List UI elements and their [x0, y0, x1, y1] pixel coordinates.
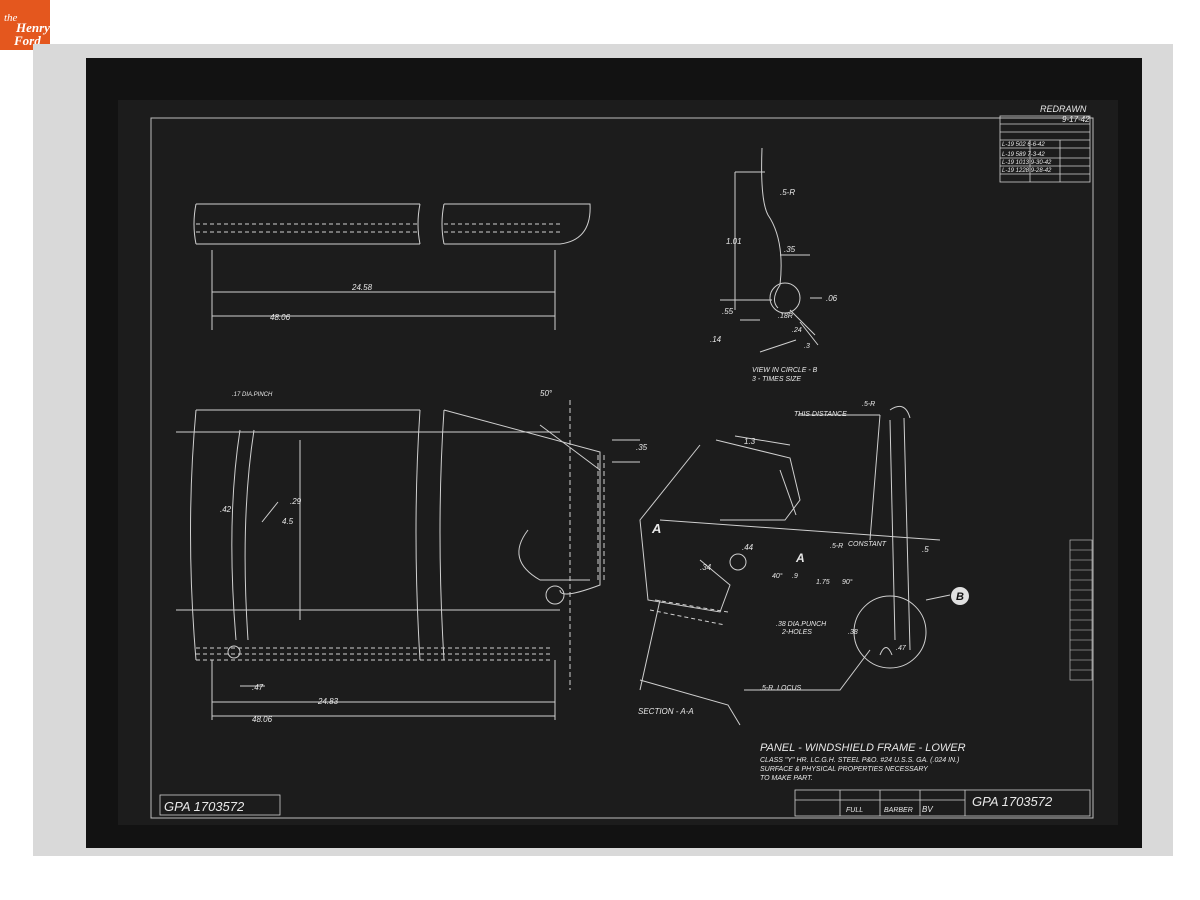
dim-44: .44	[742, 543, 754, 552]
holes-label-1: .38 DIA.PUNCH	[776, 621, 827, 628]
drawing-border	[150, 117, 1094, 819]
dim-5: .5	[922, 545, 929, 554]
view-circle-b	[720, 147, 822, 353]
dim-38: .38	[848, 629, 858, 636]
dim-9: .9	[792, 573, 798, 580]
dim-1-3: 1.3	[744, 437, 756, 446]
dim-34: .34	[700, 563, 712, 572]
revision-row-2: L-19 589 7-3-42	[1002, 152, 1045, 158]
holes-label-2: 2-HOLES	[781, 629, 812, 636]
dim-5r-top: .5-R	[862, 401, 875, 408]
revision-table	[999, 115, 1091, 183]
section-a-a	[639, 405, 951, 726]
revision-row-1: L-19 502 6-6-42	[1002, 142, 1045, 148]
section-marker-a-right: A	[795, 551, 805, 565]
dim-06: .06	[826, 294, 838, 303]
front-view	[176, 400, 640, 720]
part-number-right: GPA 1703572	[972, 794, 1053, 809]
dim-24-58: 24.58	[351, 283, 373, 292]
top-view	[193, 203, 591, 330]
constant-label: CONSTANT	[848, 541, 887, 548]
title-block-scale: FULL	[846, 807, 863, 814]
dim-48-06-bottom: 48.06	[252, 715, 273, 724]
redrawn-date: 9-17-42	[1062, 115, 1090, 124]
dim-55: .55	[722, 307, 734, 316]
section-marker-a: A	[651, 521, 661, 536]
dim-18r: .18R	[778, 313, 793, 320]
this-distance-label: THIS DISTANCE	[794, 411, 847, 418]
dim-40-deg: 40°	[772, 572, 783, 580]
circle-b-label: B	[956, 591, 964, 603]
dim-29: .29	[290, 497, 302, 506]
dim-4-5: 4.5	[282, 517, 294, 526]
part-number-left: GPA 1703572	[164, 799, 245, 814]
view-circle-label: VIEW IN CIRCLE - B	[752, 367, 818, 374]
dim-1-01: 1.01	[726, 237, 742, 246]
circle-b-marker	[951, 587, 969, 605]
dim-47-detail: .47	[896, 645, 907, 652]
henry-ford-logo: the Henry Ford	[0, 0, 50, 50]
pinch-label: .17 DIA.PINCH	[232, 392, 273, 398]
dim-14: .14	[710, 335, 722, 344]
dim-50-deg: 50°	[540, 389, 553, 398]
dim-5r: .5-R	[780, 188, 795, 197]
title-block	[159, 789, 1091, 817]
side-scale	[1069, 539, 1093, 681]
view-circle-sub: 3 - TIMES SIZE	[752, 376, 801, 383]
dim-1-75: 1.75	[816, 579, 830, 586]
revision-row-3: L-19 1013 9-30-42	[1002, 160, 1052, 166]
dim-5r-constant: .5-R	[830, 543, 843, 550]
material-line-1: CLASS "Y" HR. LC.G.H. STEEL P&O. #24 U.S…	[760, 757, 959, 764]
dim-35: .35	[636, 443, 648, 452]
material-line-2: SURFACE & PHYSICAL PROPERTIES NECESSARY	[760, 766, 929, 773]
dim-24: .24	[792, 327, 802, 334]
material-line-3: TO MAKE PART.	[760, 775, 813, 782]
dim-42: .42	[220, 505, 232, 514]
dim-47: .47	[252, 683, 264, 692]
dim-65: .35	[784, 245, 796, 254]
dim-48-06: 48.06	[270, 313, 291, 322]
title-block-drawn-by: BARBER	[884, 807, 913, 814]
revision-row-4: L-19 1228 9-28-42	[1002, 168, 1052, 174]
section-aa-label: SECTION - A-A	[638, 707, 694, 716]
drawing-title: PANEL - WINDSHIELD FRAME - LOWER	[760, 742, 966, 754]
dim-90-deg: 90°	[842, 578, 853, 586]
dim-3: .3	[804, 343, 810, 350]
title-block-sheet: BV	[922, 805, 933, 814]
logo-the: the	[4, 12, 18, 24]
sr-locus-label: .5-R. LOCUS	[760, 685, 802, 692]
redrawn-label: REDRAWN	[1040, 104, 1087, 114]
dim-24-83: 24.83	[317, 697, 339, 706]
logo-henry: Henry	[16, 20, 50, 35]
